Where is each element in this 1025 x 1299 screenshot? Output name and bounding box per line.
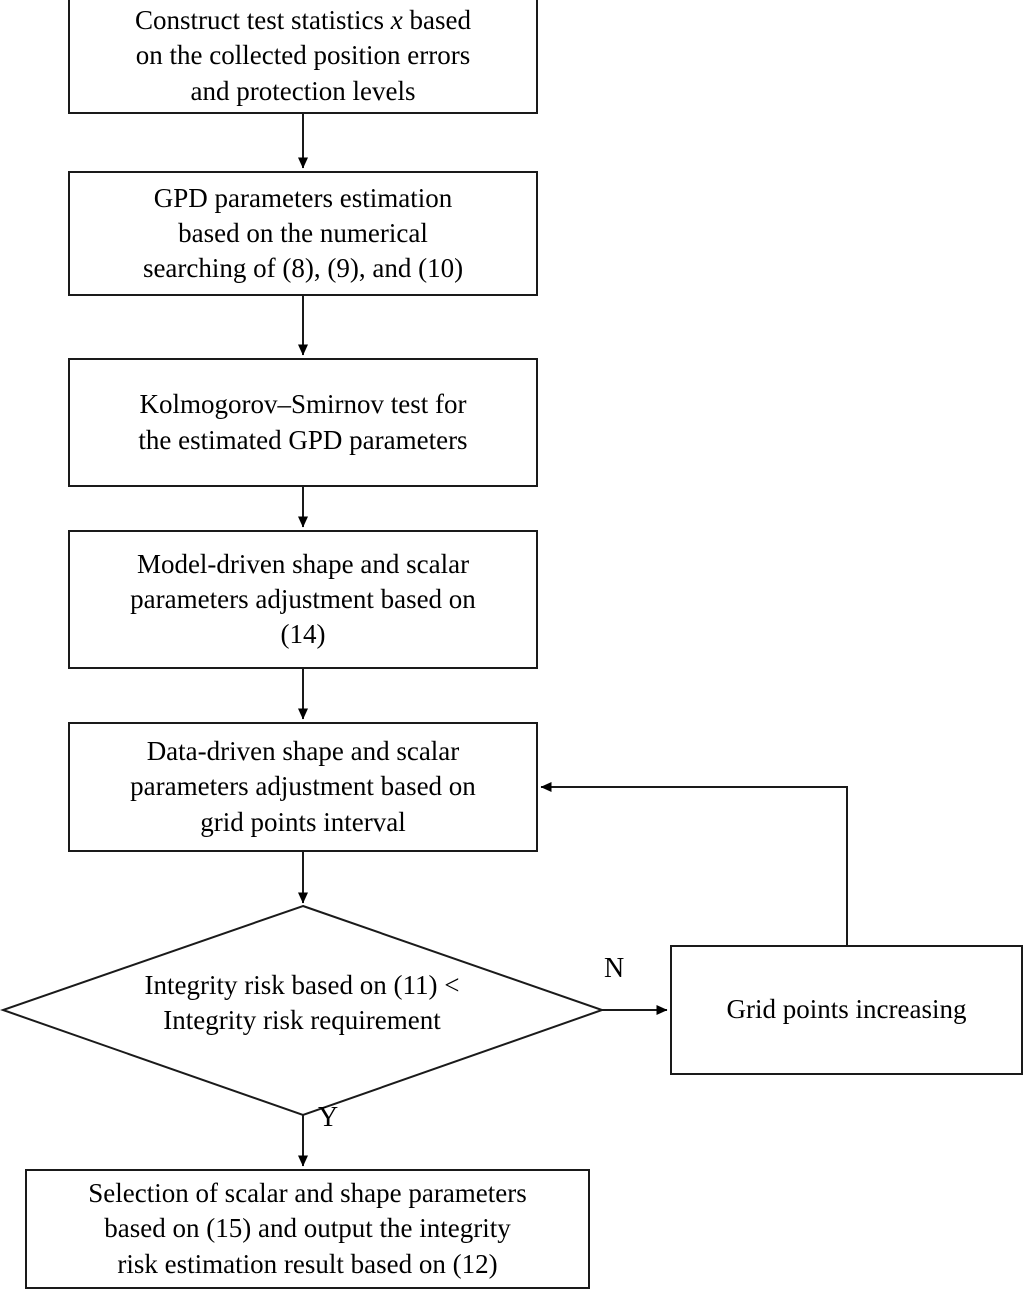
node-label: Construct test statistics x based on the… [135, 5, 471, 106]
node-label: Grid points increasing [726, 994, 967, 1025]
node-label: Selection of scalar and shape parameters… [88, 1178, 527, 1279]
node-selection-of-parameters[interactable]: Selection of scalar and shape parameters… [25, 1169, 590, 1289]
connector-gridpoints-feedback-to-datadriven [540, 782, 848, 945]
node-label: GPD parameters estimation based on the n… [142, 182, 464, 284]
node-label: Data-driven shape and scalar parameters … [130, 736, 476, 837]
decision-diamond-shape [0, 904, 606, 1117]
node-construct-test-statistics[interactable]: Construct test statistics x based on the… [68, 0, 538, 114]
node-data-driven-adjustment[interactable]: Data-driven shape and scalar parameters … [68, 722, 538, 852]
node-model-driven-adjustment[interactable]: Model-driven shape and scalar parameters… [68, 530, 538, 669]
node-gpd-parameters-estimation[interactable]: GPD parameters estimation based on the n… [68, 171, 538, 296]
node-kolmogorov-smirnov-test[interactable]: Kolmogorov–Smirnov test for the estimate… [68, 358, 538, 487]
node-label: Kolmogorov–Smirnov test for the estimate… [138, 389, 468, 455]
node-integrity-risk-decision-label: Integrity risk based on (11) < Integrity… [144, 970, 460, 1036]
node-grid-points-increasing[interactable]: Grid points increasing [670, 945, 1023, 1075]
branch-label-yes: Y [318, 1102, 339, 1133]
branch-label-no: N [604, 953, 625, 984]
node-label: Model-driven shape and scalar parameters… [130, 548, 476, 650]
